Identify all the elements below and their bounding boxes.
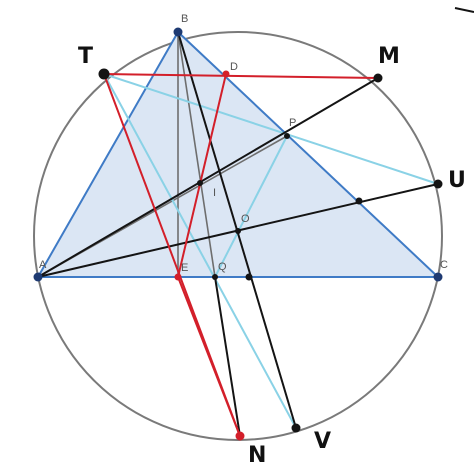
point-au-c: [355, 197, 363, 205]
point-d: [222, 70, 230, 78]
segment-e-n: [177, 276, 241, 437]
label-a: A: [39, 259, 47, 271]
label-t: T: [78, 44, 93, 69]
label-n: N: [248, 443, 266, 468]
point-c: [433, 272, 443, 282]
label-e: E: [181, 262, 188, 274]
label-q: Q: [218, 261, 227, 273]
point-b: [173, 27, 183, 37]
triangle-abc: [36, 30, 441, 278]
segment-p-q: [214, 135, 288, 278]
segment-d-e: [177, 73, 227, 278]
point-n: [235, 431, 245, 441]
small-labels: B D P I O A E Q C: [39, 13, 448, 274]
point-i: [197, 180, 203, 186]
pen-mark: [454, 7, 474, 13]
label-m: M: [378, 44, 400, 69]
point-t: [98, 68, 110, 80]
point-bv-ac: [245, 273, 253, 281]
label-v: V: [314, 429, 331, 454]
point-p: [284, 133, 290, 139]
segment-t-u: [103, 73, 439, 185]
label-u: U: [448, 168, 466, 193]
point-e: [174, 273, 182, 281]
point-v: [291, 423, 301, 433]
cyan-lines: [103, 73, 439, 429]
segment-t-v: [103, 73, 297, 429]
segment-q-n: [214, 276, 241, 437]
point-a: [33, 272, 43, 282]
point-m: [373, 73, 383, 83]
label-b: B: [181, 13, 188, 25]
point-q: [212, 274, 218, 280]
segment-a-m: [37, 77, 379, 278]
point-u: [433, 179, 443, 189]
points: [33, 27, 443, 441]
label-p: P: [289, 117, 296, 129]
label-c: C: [440, 259, 448, 271]
point-o: [235, 228, 241, 234]
label-o: O: [241, 213, 250, 225]
red-lines: [103, 73, 379, 437]
segment-b-q: [177, 31, 216, 278]
segment-t-m: [103, 73, 379, 79]
large-labels: T M U N V: [78, 44, 466, 468]
label-i: I: [213, 187, 216, 199]
label-d: D: [230, 61, 238, 73]
